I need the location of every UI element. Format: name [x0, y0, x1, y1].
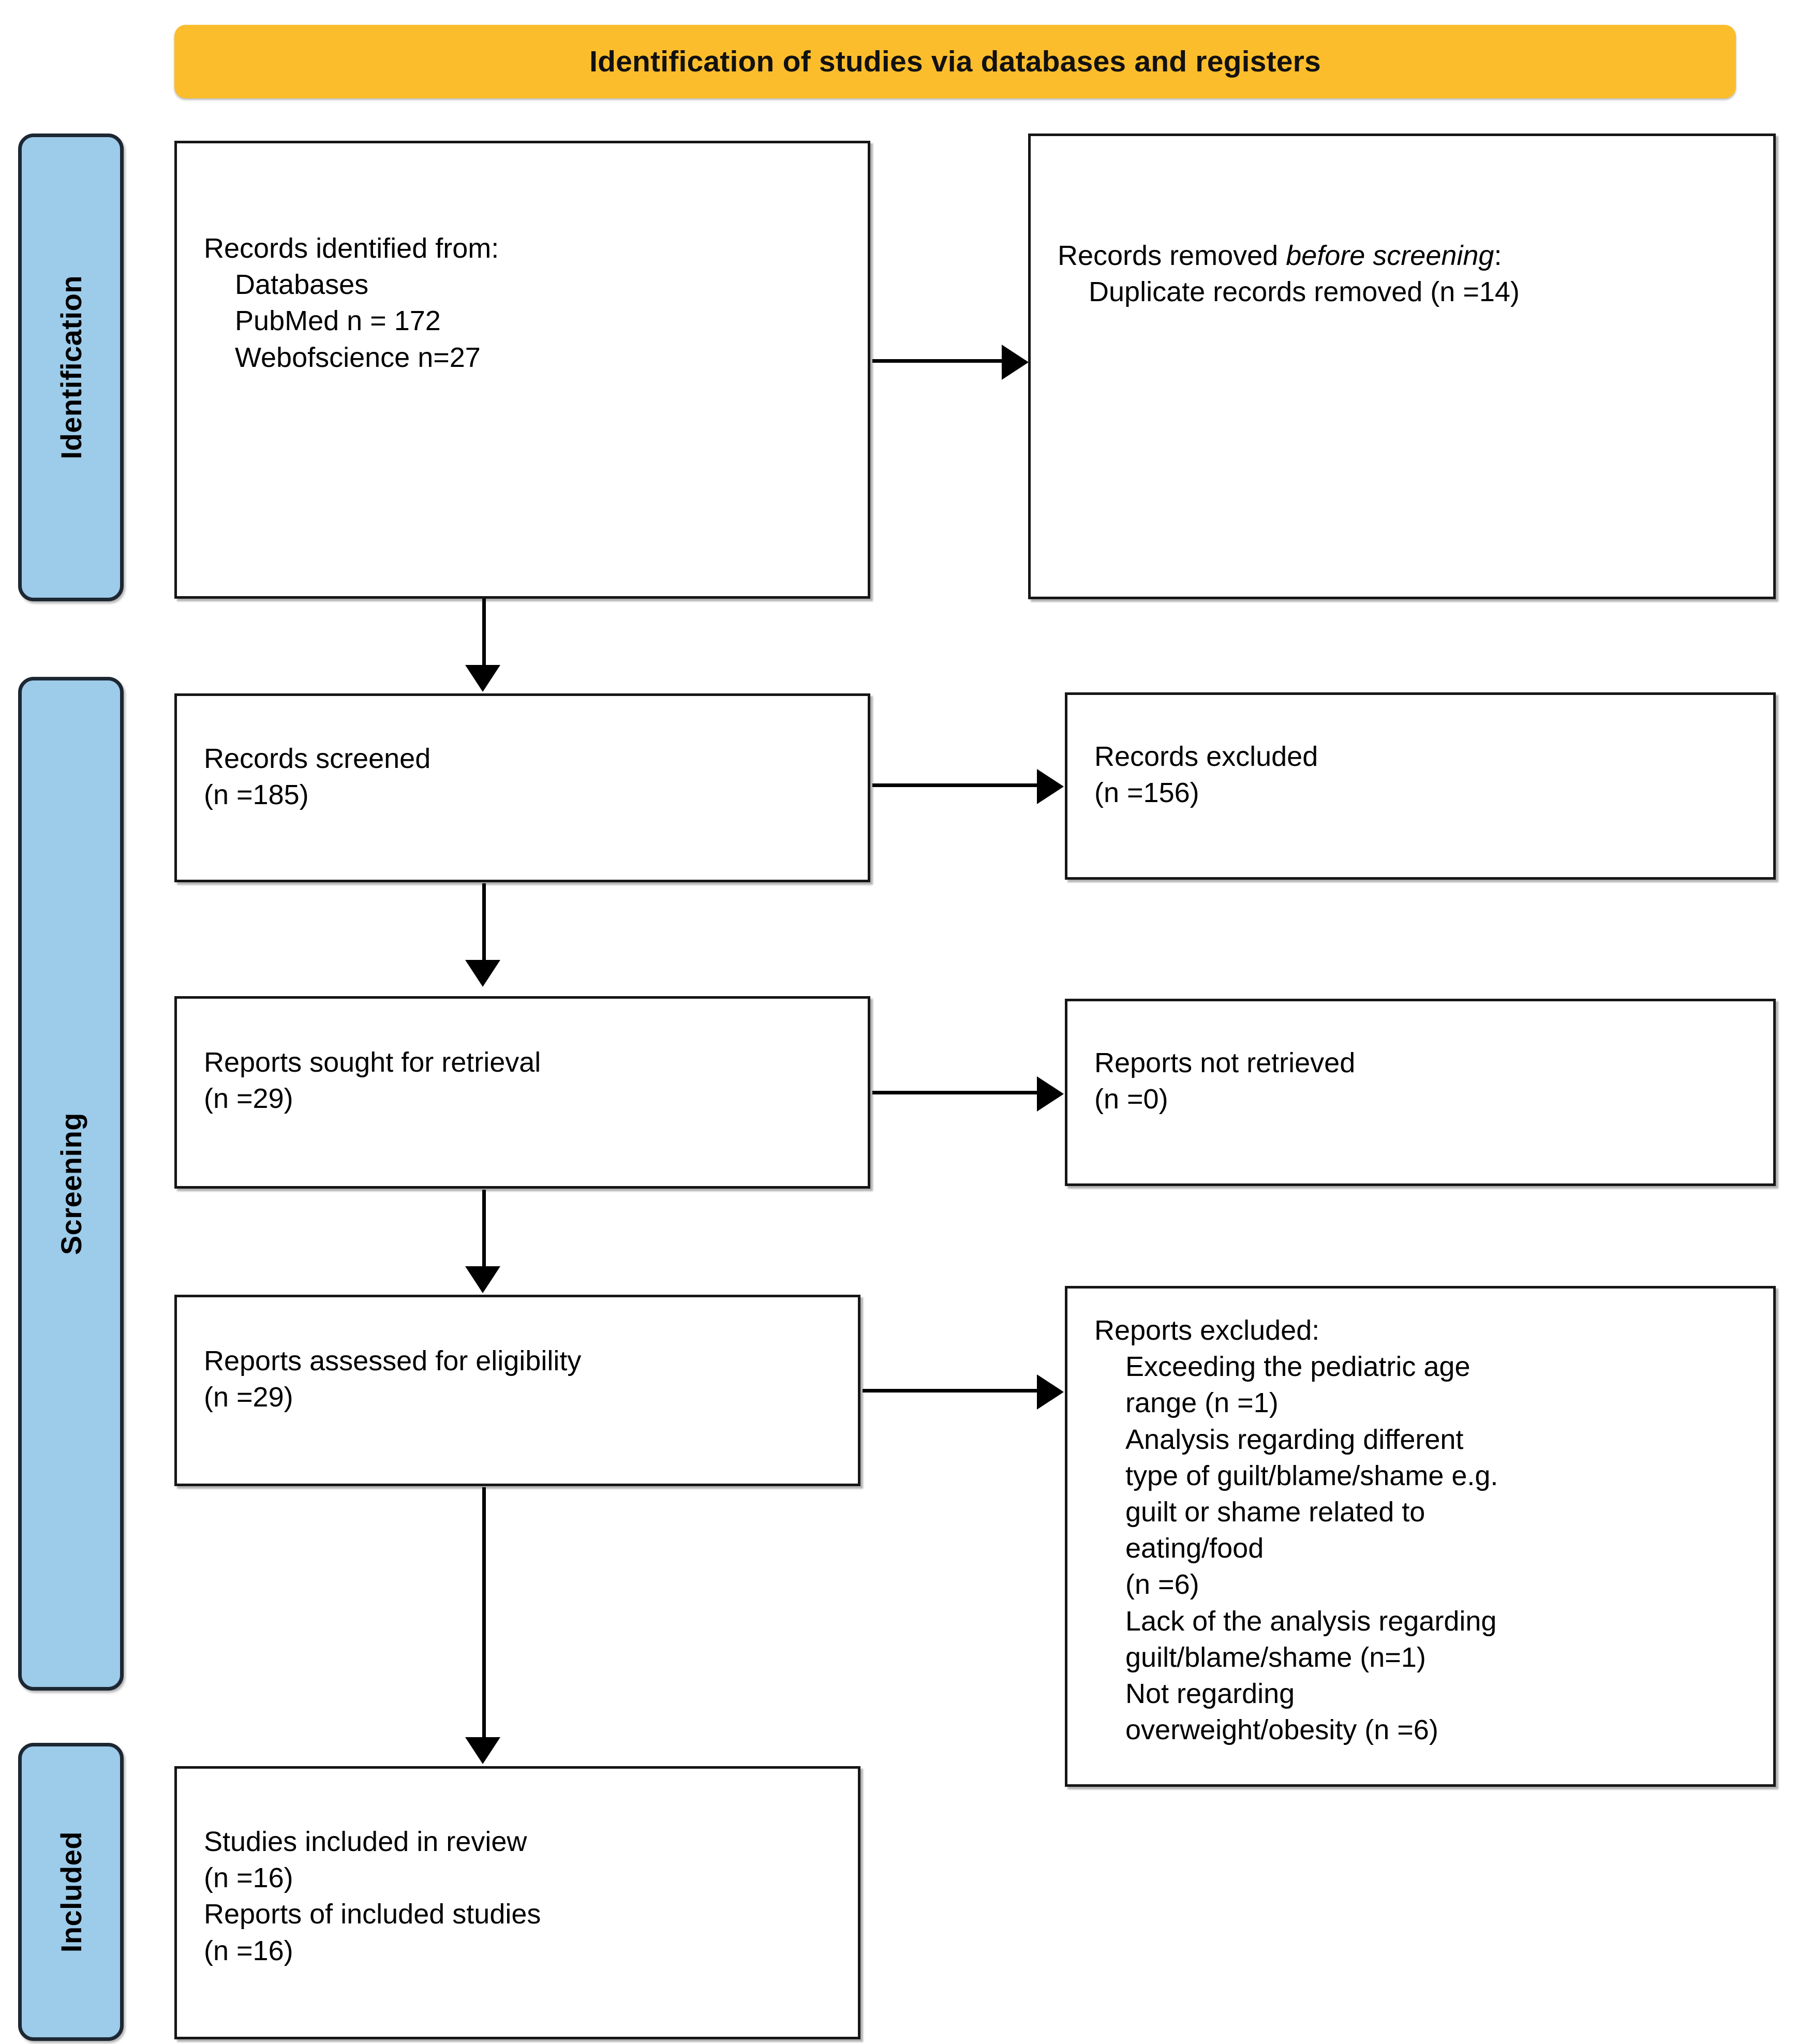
arrow-head-right-icon: [1037, 1076, 1064, 1112]
arrow-shaft: [482, 883, 486, 961]
arrow-head-down-icon: [465, 1737, 500, 1764]
arrow-head-right-icon: [1037, 769, 1064, 804]
studies-included-line3: Reports of included studies: [204, 1899, 541, 1930]
records-removed-lead: Records removed: [1058, 240, 1286, 271]
box-studies-included-in-review: Studies included in review (n =16) Reports…: [174, 1766, 860, 2039]
stage-tab-screening-label: Screening: [54, 1112, 87, 1255]
records-identified-line1: Records identified from:: [204, 233, 499, 264]
box-reports-excluded-text: Reports excluded: Exceeding the pediatri…: [1094, 1312, 1758, 1748]
stage-tab-included: Included: [18, 1743, 124, 2041]
stage-tab-included-label: Included: [54, 1831, 87, 1953]
arrow-shaft: [482, 599, 486, 666]
box-records-identified-text: Records identified from: Databases PubMe…: [204, 230, 852, 376]
arrow-head-down-icon: [465, 665, 500, 692]
reports-assessed-line1: Reports assessed for eligibility: [204, 1345, 582, 1376]
arrow-head-down-icon: [465, 1266, 500, 1293]
diagram-header-banner: Identification of studies via databases …: [174, 25, 1736, 98]
box-reports-not-retrieved: Reports not retrieved (n =0): [1065, 999, 1776, 1186]
arrow-shaft: [872, 359, 1003, 363]
records-identified-line2: Databases: [204, 269, 369, 301]
box-reports-assessed-for-eligibility: Reports assessed for eligibility (n =29): [174, 1295, 860, 1486]
box-records-removed-text: Records removed before screening: Duplic…: [1058, 238, 1758, 310]
reports-excluded-heading: Reports excluded:: [1094, 1315, 1320, 1346]
records-excluded-line2: (n =156): [1094, 777, 1199, 809]
records-removed-colon: :: [1494, 240, 1502, 271]
arrow-shaft: [482, 1487, 486, 1738]
stage-tab-identification-label: Identification: [54, 275, 87, 460]
box-records-removed-before-screening: Records removed before screening: Duplic…: [1028, 134, 1776, 599]
arrow-shaft: [482, 1190, 486, 1267]
records-removed-italic: before screening: [1286, 240, 1494, 271]
records-screened-line1: Records screened: [204, 743, 431, 774]
records-removed-detail: Duplicate records removed (n =14): [1058, 276, 1520, 308]
reports-sought-line2: (n =29): [204, 1083, 293, 1115]
reports-sought-line1: Reports sought for retrieval: [204, 1047, 541, 1078]
records-screened-line2: (n =185): [204, 779, 309, 811]
arrow-shaft: [872, 783, 1038, 787]
box-records-screened: Records screened (n =185): [174, 693, 870, 882]
box-records-screened-text: Records screened (n =185): [204, 740, 852, 813]
box-reports-excluded: Reports excluded: Exceeding the pediatri…: [1065, 1286, 1776, 1787]
records-excluded-line1: Records excluded: [1094, 741, 1318, 772]
arrow-shaft: [863, 1389, 1038, 1393]
arrow-head-right-icon: [1037, 1374, 1064, 1410]
reports-excluded-reasons: Exceeding the pediatric age range (n =1)…: [1125, 1351, 1498, 1746]
box-studies-included-text: Studies included in review (n =16) Reports…: [204, 1824, 842, 1969]
arrow-head-right-icon: [1002, 345, 1029, 380]
arrow-head-down-icon: [465, 960, 500, 987]
reports-not-retrieved-line1: Reports not retrieved: [1094, 1047, 1356, 1078]
studies-included-line2: (n =16): [204, 1862, 293, 1894]
reports-not-retrieved-line2: (n =0): [1094, 1084, 1168, 1115]
box-reports-assessed-text: Reports assessed for eligibility (n =29): [204, 1343, 842, 1415]
studies-included-line1: Studies included in review: [204, 1826, 527, 1857]
box-reports-not-retrieved-text: Reports not retrieved (n =0): [1094, 1045, 1758, 1117]
studies-included-line4: (n =16): [204, 1935, 293, 1966]
records-identified-line4: Webofscience n=27: [204, 342, 481, 373]
records-identified-line3: PubMed n = 172: [204, 305, 441, 337]
box-records-identified: Records identified from: Databases PubMe…: [174, 141, 870, 599]
stage-tab-screening: Screening: [18, 677, 124, 1691]
page-title: Identification of studies via databases …: [589, 45, 1321, 78]
box-reports-sought-for-retrieval: Reports sought for retrieval (n =29): [174, 996, 870, 1189]
box-records-excluded-text: Records excluded (n =156): [1094, 738, 1758, 811]
box-reports-sought-text: Reports sought for retrieval (n =29): [204, 1044, 852, 1117]
reports-assessed-line2: (n =29): [204, 1382, 293, 1413]
stage-tab-identification: Identification: [18, 134, 124, 601]
box-records-excluded: Records excluded (n =156): [1065, 692, 1776, 880]
arrow-shaft: [872, 1091, 1038, 1094]
